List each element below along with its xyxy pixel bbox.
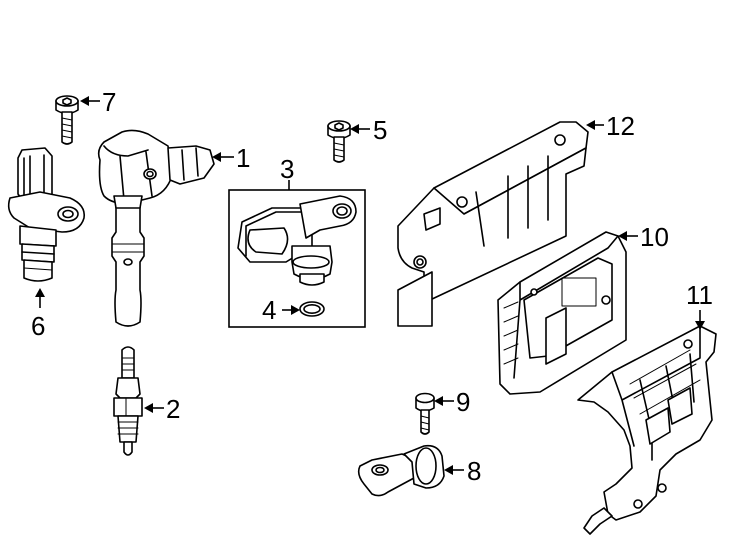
callout-10: 10 xyxy=(640,222,669,252)
part-11-mount-bracket xyxy=(577,325,717,535)
leader-8 xyxy=(444,465,464,475)
part-10-ecu xyxy=(497,231,627,395)
part-7-bolt xyxy=(55,95,79,145)
leader-5 xyxy=(350,124,370,134)
inset-box xyxy=(228,189,366,328)
callout-11: 11 xyxy=(686,280,713,310)
leader-10 xyxy=(618,231,638,241)
callout-7: 7 xyxy=(102,87,116,117)
leader-7 xyxy=(80,96,100,106)
callout-12: 12 xyxy=(606,111,635,141)
leader-1 xyxy=(212,152,234,162)
callout-1: 1 xyxy=(236,143,250,173)
part-5-bolt xyxy=(327,120,351,163)
leader-4 xyxy=(282,305,300,315)
part-12-bracket xyxy=(397,121,589,327)
callout-9: 9 xyxy=(456,387,470,417)
leader-9 xyxy=(434,396,454,406)
part-6-position-sensor xyxy=(7,147,86,282)
callout-8: 8 xyxy=(467,456,481,486)
callout-6: 6 xyxy=(31,311,45,341)
part-1-ignition-coil xyxy=(97,129,215,327)
leader-2 xyxy=(144,403,164,413)
callout-4: 4 xyxy=(262,295,276,325)
callout-5: 5 xyxy=(373,115,387,145)
leader-11 xyxy=(695,310,705,330)
callout-2: 2 xyxy=(166,394,180,424)
leader-12 xyxy=(586,120,604,130)
leader-6 xyxy=(35,288,45,308)
part-2-spark-plug xyxy=(113,346,143,456)
part-4-o-ring xyxy=(299,301,325,317)
part-3-camshaft-sensor xyxy=(237,195,357,286)
callout-3: 3 xyxy=(280,154,294,184)
part-8-knock-sensor xyxy=(357,444,445,497)
part-9-bolt xyxy=(415,392,435,435)
